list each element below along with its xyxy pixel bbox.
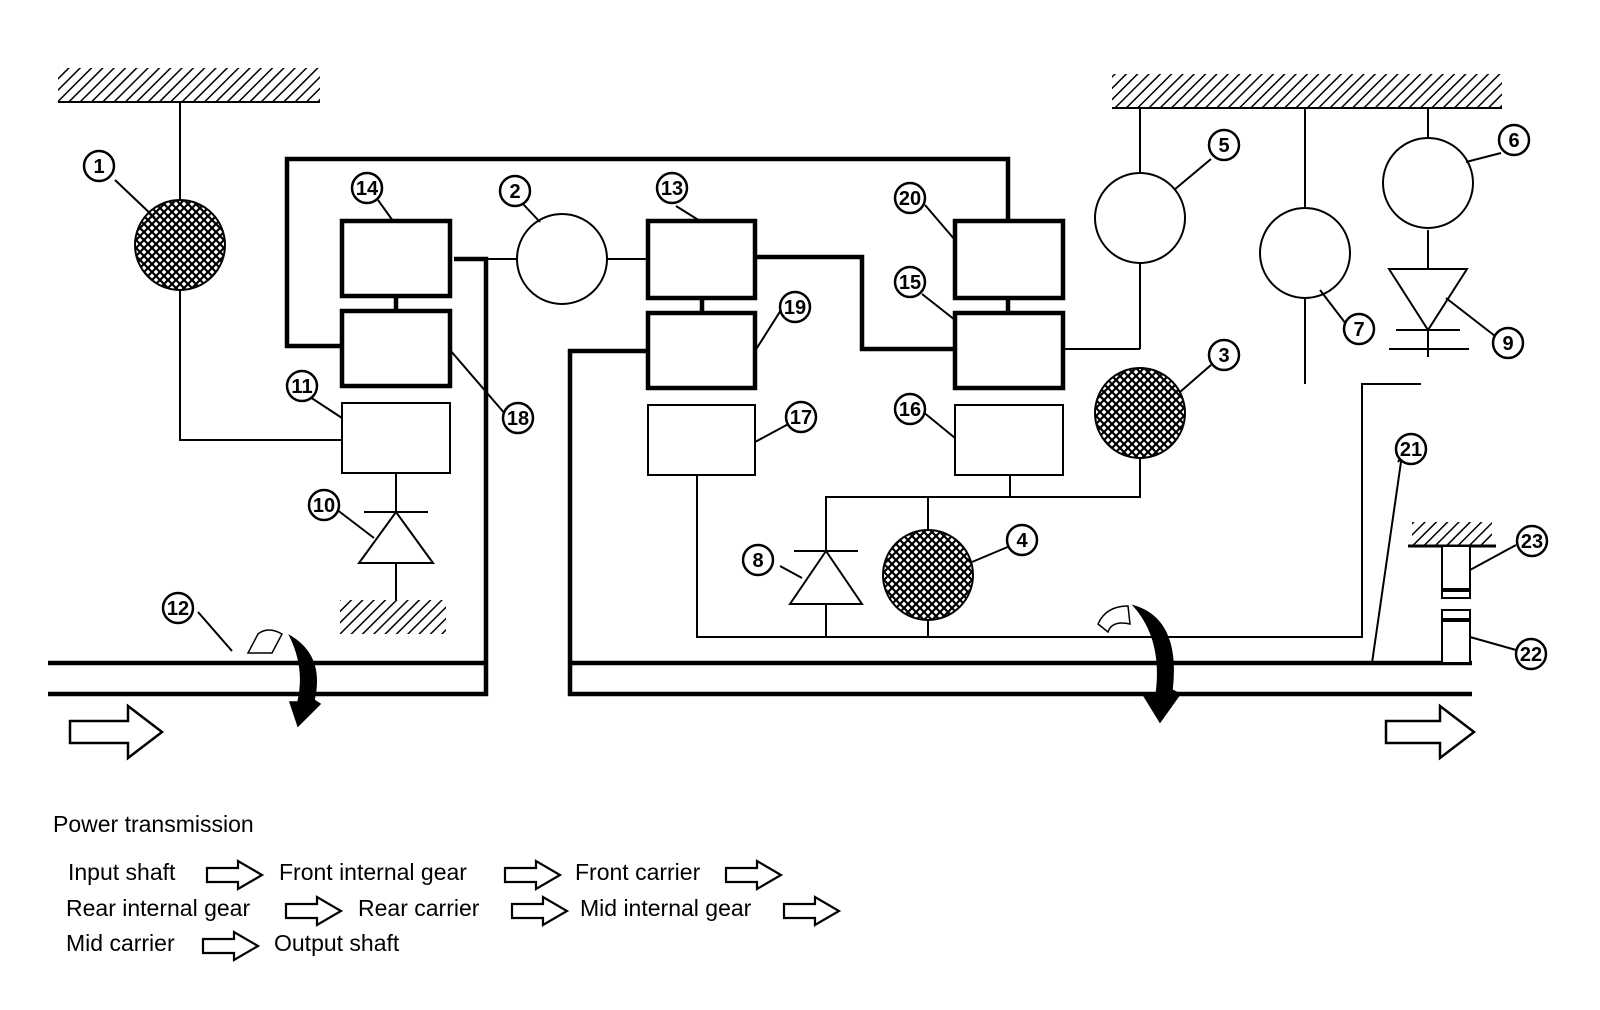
clutch-2 [516,213,608,305]
callout-label: 6 [1508,130,1519,152]
callout-label: 14 [356,178,379,200]
box-19 [645,310,758,391]
callout-9: 9 [1491,326,1525,360]
callout-7: 7 [1342,312,1376,346]
box-16 [954,404,1064,476]
callout-2: 2 [498,174,532,208]
callout-label: 10 [313,495,335,517]
callout-label: 23 [1521,531,1543,553]
box-11 [341,402,451,474]
ground-hatch-right [1112,74,1502,108]
ground-hatch-bottom-left [340,600,446,634]
box-20 [952,218,1066,301]
callout-label: 19 [784,297,806,319]
callout-20: 20 [893,181,927,215]
one-way-clutch-8 [788,549,864,605]
callout-18: 18 [501,401,535,435]
callout-label: 2 [509,181,520,203]
one-way-clutch-9 [1387,268,1469,350]
output-arrow-icon [1384,703,1477,761]
clutch-3-engaged [1094,367,1186,459]
callout-label: 18 [507,408,529,430]
callout-label: 17 [790,407,812,429]
callout-leaders [114,152,1517,652]
callout-5: 5 [1207,128,1241,162]
box-13 [645,218,758,301]
callout-22: 22 [1514,637,1548,671]
callout-23: 23 [1515,524,1549,558]
input-arrow-icon [68,703,165,761]
callout-label: 8 [752,550,763,572]
brake-1-engaged [134,199,226,291]
callout-11: 11 [285,369,319,403]
rotation-arrow-input [246,629,322,728]
callout-17: 17 [784,400,818,434]
parking-gear-22 [1441,609,1471,664]
ground-hatch-parking [1412,522,1492,546]
callout-label: 12 [167,598,189,620]
callout-13: 13 [655,171,689,205]
callout-21: 21 [1394,432,1428,466]
rotation-arrow-output [1097,604,1182,724]
callout-10: 10 [307,488,341,522]
callout-16: 16 [893,392,927,426]
brake-5 [1094,172,1186,264]
one-way-clutch-10 [357,510,435,564]
brake-7 [1259,207,1351,299]
callout-6: 6 [1497,123,1531,157]
callout-label: 15 [899,272,921,294]
box-17 [647,404,756,476]
callout-3: 3 [1207,338,1241,372]
callout-label: 5 [1218,135,1229,157]
callout-1: 1 [82,149,116,183]
callout-8: 8 [741,543,775,577]
callout-12: 12 [161,591,195,625]
callout-label: 1 [93,156,104,178]
callout-4: 4 [1005,523,1039,557]
callout-label: 3 [1218,345,1229,367]
callout-label: 21 [1400,439,1422,461]
callout-label: 22 [1520,644,1542,666]
ground-hatch-left [58,68,320,102]
box-15 [952,310,1066,391]
callout-label: 20 [899,188,921,210]
callout-19: 19 [778,290,812,324]
brake-6 [1382,137,1474,229]
callout-label: 7 [1353,319,1364,341]
clutch-4-engaged [882,529,974,621]
callout-label: 4 [1016,530,1028,552]
callout-label: 11 [291,376,312,398]
callout-label: 9 [1502,333,1513,355]
box-front-carrier-18 [339,308,453,389]
callout-14: 14 [350,171,384,205]
thick-lines [48,156,1472,697]
callout-15: 15 [893,265,927,299]
box-front-sun-14 [339,218,453,299]
callout-label: 16 [899,399,921,421]
callout-label: 13 [661,178,683,200]
